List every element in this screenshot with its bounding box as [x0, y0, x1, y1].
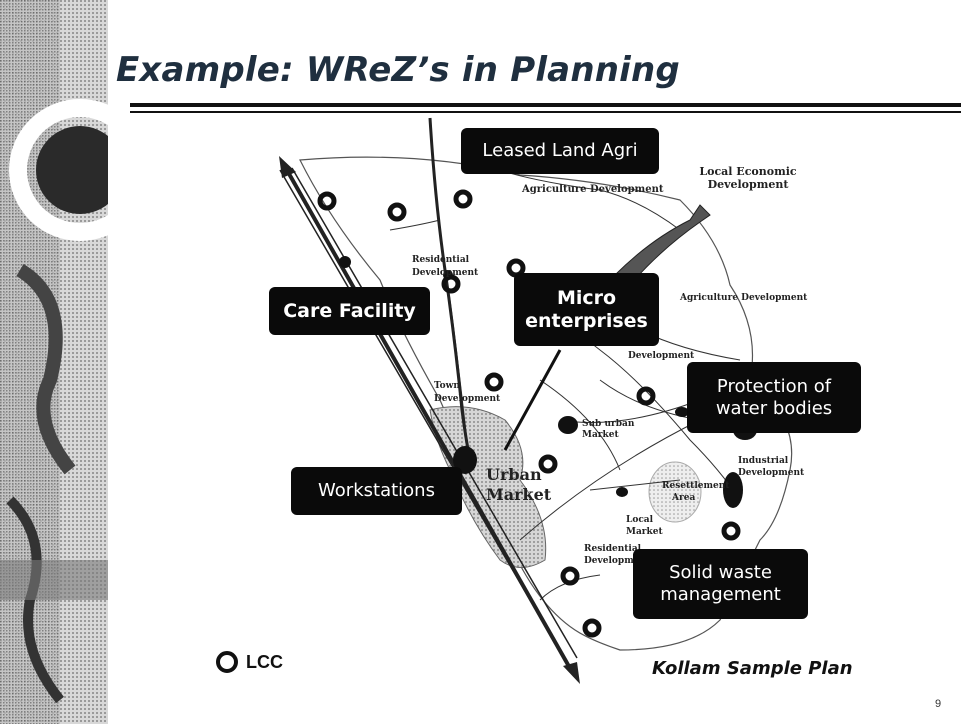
callout-care-facility: Care Facility — [269, 287, 430, 335]
label-agri-dev-right: Agriculture Development — [679, 293, 808, 303]
callout-leased-land: Leased Land Agri — [461, 128, 659, 174]
label-commercial-2: Development — [628, 351, 695, 361]
label-local-market-2: Market — [626, 527, 663, 537]
lcc-marker — [538, 454, 558, 474]
slide-title: Example: WReZ’s in Planning — [116, 50, 680, 90]
lcc-marker — [582, 618, 602, 638]
north-road — [428, 117, 472, 461]
label-resettlement-2: Area — [671, 493, 695, 503]
label-residential-2: Development — [412, 268, 479, 278]
lcc-marker — [317, 191, 337, 211]
callout-leased-land-text: Leased Land Agri — [482, 140, 638, 162]
label-urban-1: Urban — [486, 465, 542, 484]
callout-protection-line1: Protection of — [716, 375, 832, 397]
callout-protection: Protection of water bodies — [687, 362, 861, 433]
label-town-2: Development — [434, 394, 501, 404]
label-urban-2: Market — [486, 485, 552, 504]
legend: LCC — [216, 651, 283, 673]
label-res-dev2-1: Residential — [584, 544, 642, 554]
lcc-marker — [441, 274, 461, 294]
page-number: 9 — [935, 698, 942, 710]
label-resettlement-1: Resettlement — [662, 481, 730, 491]
economic-arrow — [614, 204, 711, 286]
lcc-marker — [387, 202, 407, 222]
label-local-econ-2: Development — [708, 178, 790, 191]
callout-workstations: Workstations — [291, 467, 462, 515]
label-industrial-2: Development — [738, 468, 805, 478]
highway-arrow — [279, 156, 580, 684]
label-suburban-2: Market — [582, 430, 619, 440]
callout-workstations-text: Workstations — [318, 480, 435, 502]
callout-micro-line2: enterprises — [525, 309, 648, 332]
title-underline — [130, 103, 961, 107]
callout-solid-line2: management — [660, 584, 781, 605]
callout-care-facility-text: Care Facility — [283, 299, 416, 322]
label-res-dev2-2: Development — [584, 556, 651, 566]
callout-solid-line1: Solid waste — [669, 562, 772, 584]
lcc-marker — [721, 521, 741, 541]
label-residential-1: Residential — [412, 255, 470, 265]
map-caption: Kollam Sample Plan — [652, 658, 853, 679]
title-underline-thin — [130, 111, 961, 113]
label-local-market-1: Local — [626, 515, 654, 525]
lcc-marker — [453, 189, 473, 209]
lcc-markers — [317, 189, 741, 638]
label-agri-dev-top: Agriculture Development — [521, 184, 664, 195]
legend-label: LCC — [246, 651, 283, 672]
lcc-marker — [636, 386, 656, 406]
label-local-econ-1: Local Economic — [699, 165, 796, 178]
lcc-legend-icon — [216, 651, 238, 673]
callout-protection-line2: water bodies — [715, 397, 833, 419]
label-town-1: Town — [434, 381, 460, 391]
label-industrial-1: Industrial — [738, 456, 789, 466]
decorative-strip — [0, 0, 108, 724]
lcc-marker — [560, 566, 580, 586]
lcc-marker — [484, 372, 504, 392]
label-suburban-1: Sub urban — [582, 419, 635, 429]
callout-micro-line1: Micro — [556, 286, 617, 309]
resettlement-zone — [648, 461, 702, 523]
callout-micro-enterprises: Micro enterprises — [514, 273, 659, 346]
callout-solid-waste: Solid waste management — [633, 549, 808, 619]
